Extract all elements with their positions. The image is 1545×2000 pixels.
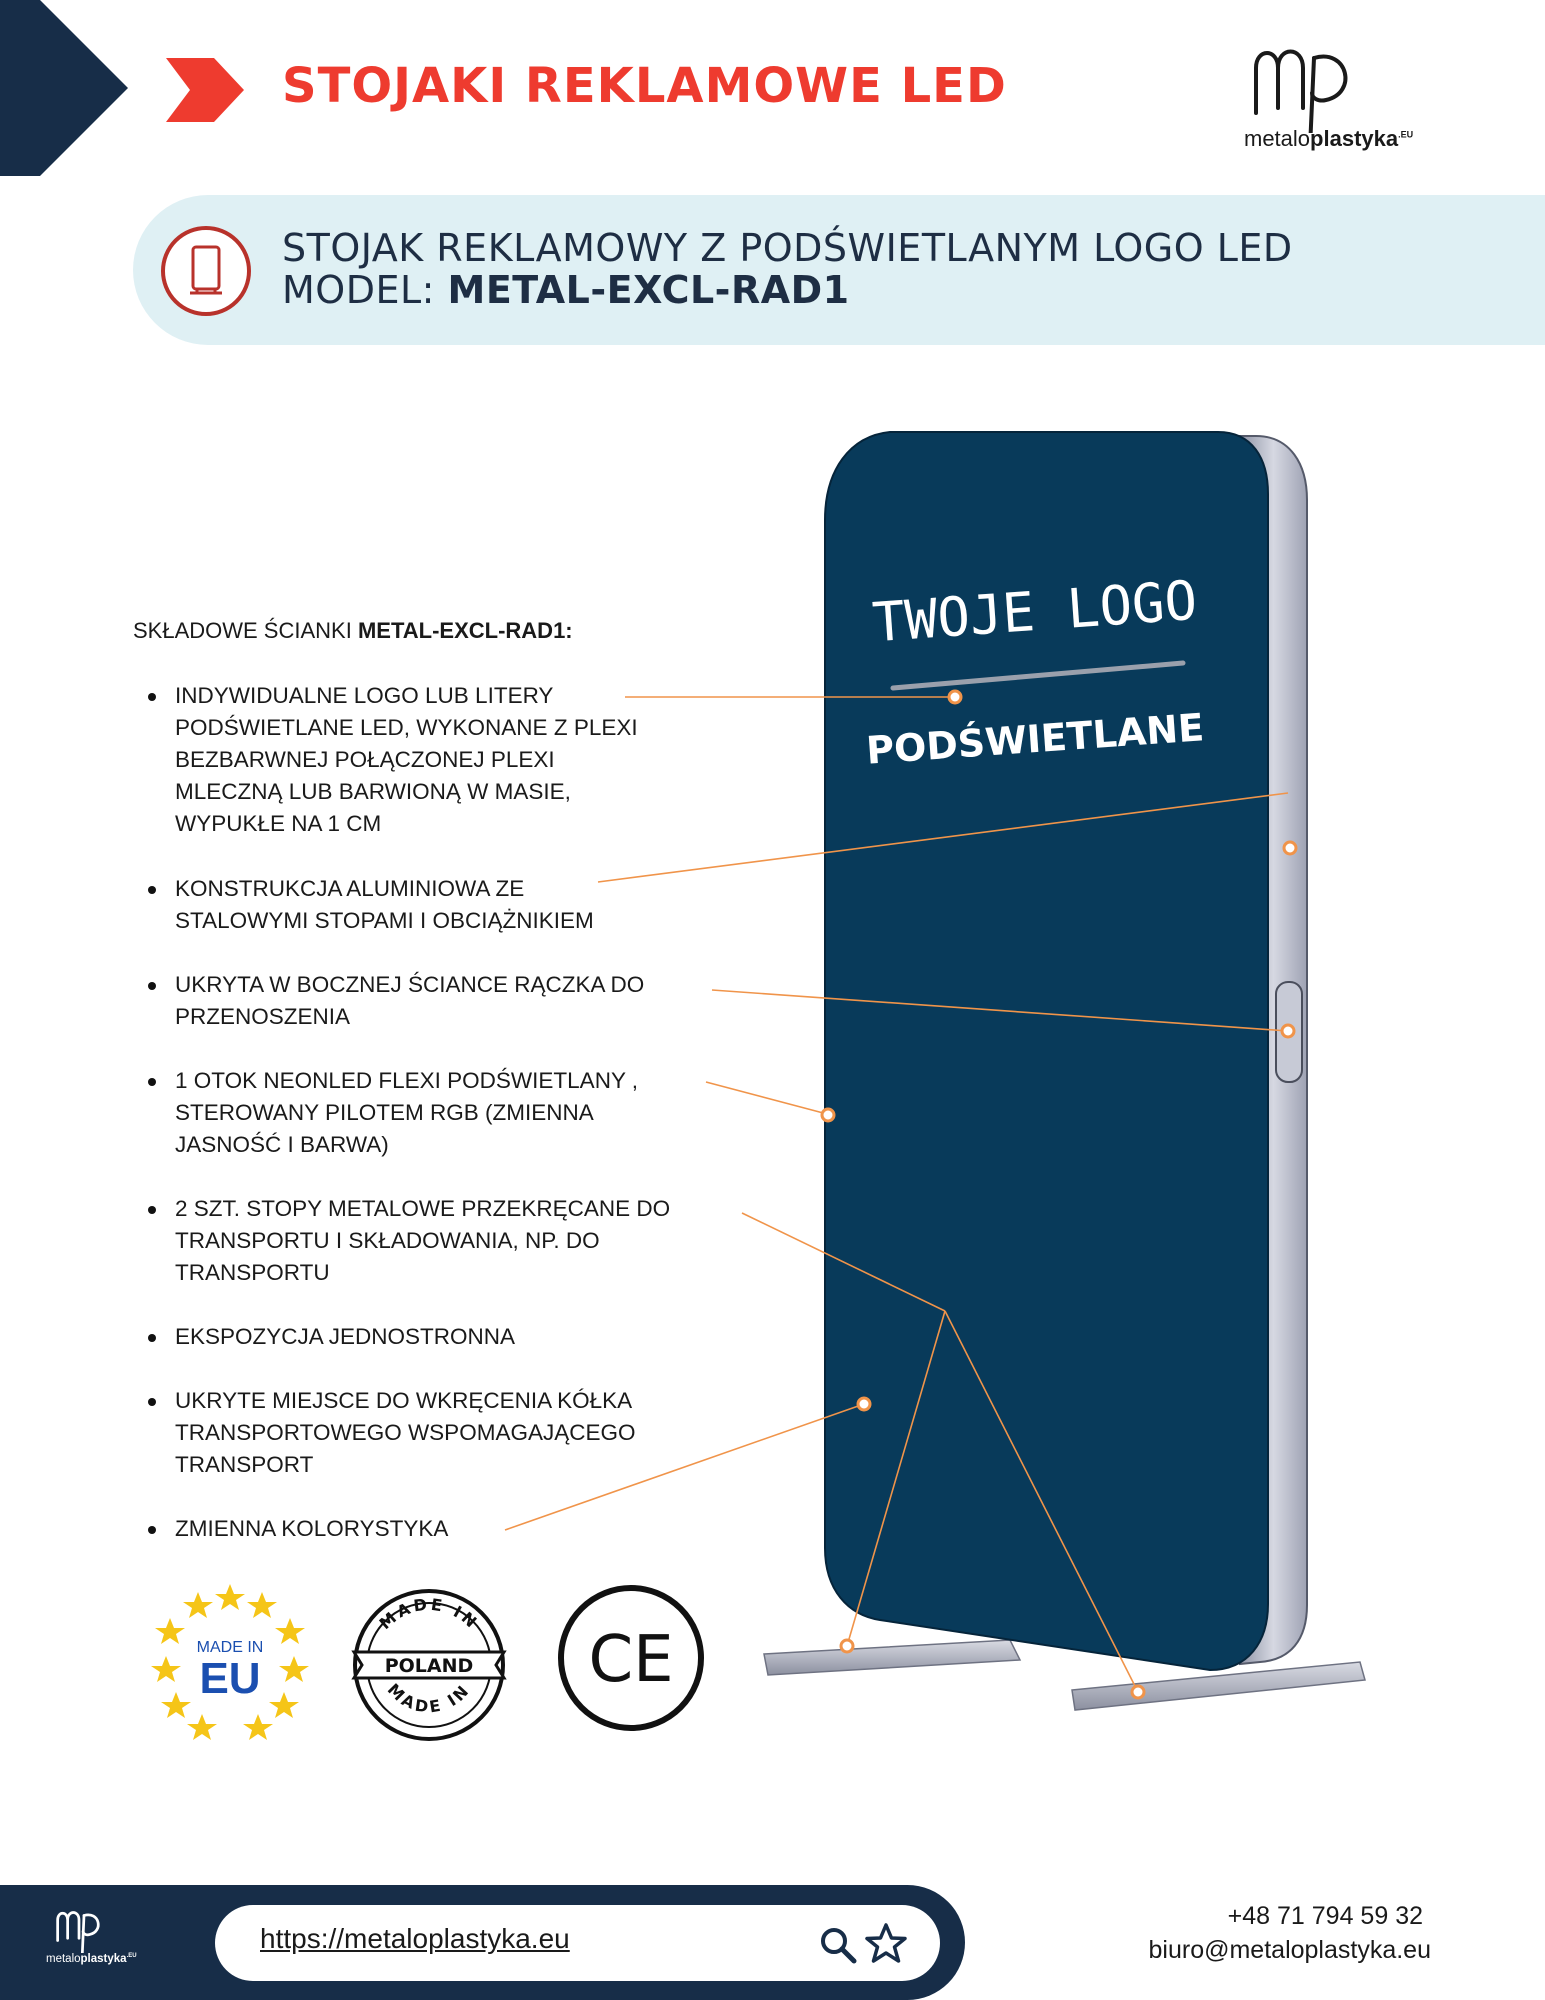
left-foot: [763, 1639, 1022, 1676]
stand-icon: [161, 226, 251, 316]
brand-logo: metaloplastyka.EU: [1238, 38, 1448, 158]
product-illustration: TWOJE LOGO PODŚWIETLANE: [504, 431, 1366, 1711]
list-item: UKRYTE MIEJSCE DO WKRĘCENIA KÓŁKA TRANSP…: [148, 1385, 768, 1481]
made-in-poland-badge: MADE IN MADE IN POLAND: [351, 1589, 507, 1741]
right-foot: [1071, 1661, 1366, 1711]
page-title: STOJAKI REKLAMOWE LED: [282, 58, 1007, 114]
front-panel: [824, 431, 1269, 1672]
features-heading: SKŁADOWE ŚCIANKI METAL-EXCL-RAD1:: [133, 618, 573, 643]
star-icon[interactable]: [864, 1922, 908, 1966]
chevron-right-icon: [166, 58, 244, 122]
list-item: ZMIENNA KOLORYSTYKA: [148, 1513, 768, 1545]
search-icon[interactable]: [818, 1925, 858, 1965]
list-item: UKRYTA W BOCZNEJ ŚCIANCE RĄCZKA DO PRZEN…: [148, 969, 768, 1033]
eu-badge-top-text: MADE IN: [197, 1639, 264, 1656]
poland-badge-middle-text: POLAND: [385, 1655, 474, 1677]
callout-dot: [820, 1107, 836, 1123]
callout-dot: [1280, 1023, 1296, 1039]
url-bar[interactable]: [215, 1905, 940, 1981]
list-item: KONSTRUKCJA ALUMINIOWA ZE STALOWYMI STOP…: [148, 873, 768, 937]
title-banner: [133, 195, 1545, 345]
list-item: 1 OTOK NEONLED FLEXI PODŚWIETLANY , STER…: [148, 1065, 768, 1161]
ce-mark-badge: CE: [558, 1585, 704, 1731]
ce-mark-text: CE: [588, 1623, 673, 1697]
footer-brand-logo: metaloplastyka.EU: [44, 1903, 184, 1983]
brand-mark-icon: [1254, 49, 1348, 133]
brand-wordmark: metaloplastyka.EU: [1244, 126, 1414, 151]
product-model: MODEL: METAL-EXCL-RAD1: [282, 268, 850, 312]
list-item: 2 SZT. STOPY METALOWE PRZEKRĘCANE DO TRA…: [148, 1193, 768, 1289]
product-name: STOJAK REKLAMOWY Z PODŚWIETLANYM LOGO LE…: [282, 226, 1293, 270]
callout-dot: [1282, 840, 1298, 856]
contact-email: biuro@metaloplastyka.eu: [1148, 1936, 1431, 1964]
corner-triangle-decoration: [0, 0, 128, 176]
contact-phone: +48 71 794 59 32: [1227, 1902, 1423, 1930]
logo-divider: [890, 660, 1186, 691]
callout-dot: [839, 1638, 855, 1654]
footer-brand-wordmark: metaloplastyka.EU: [46, 1953, 137, 1965]
brand-mark-icon: [56, 1911, 100, 1953]
callout-dot: [947, 689, 963, 705]
website-link[interactable]: https://metaloplastyka.eu: [260, 1923, 570, 1954]
made-in-eu-badge: MADE IN EU: [151, 1584, 309, 1740]
list-item: INDYWIDUALNE LOGO LUB LITERY PODŚWIETLAN…: [148, 680, 768, 840]
list-item: EKSPOZYCJA JEDNOSTRONNA: [148, 1321, 768, 1353]
eu-badge-big-text: EU: [199, 1654, 260, 1703]
callout-dot: [856, 1396, 872, 1412]
callout-dot: [1130, 1684, 1146, 1700]
